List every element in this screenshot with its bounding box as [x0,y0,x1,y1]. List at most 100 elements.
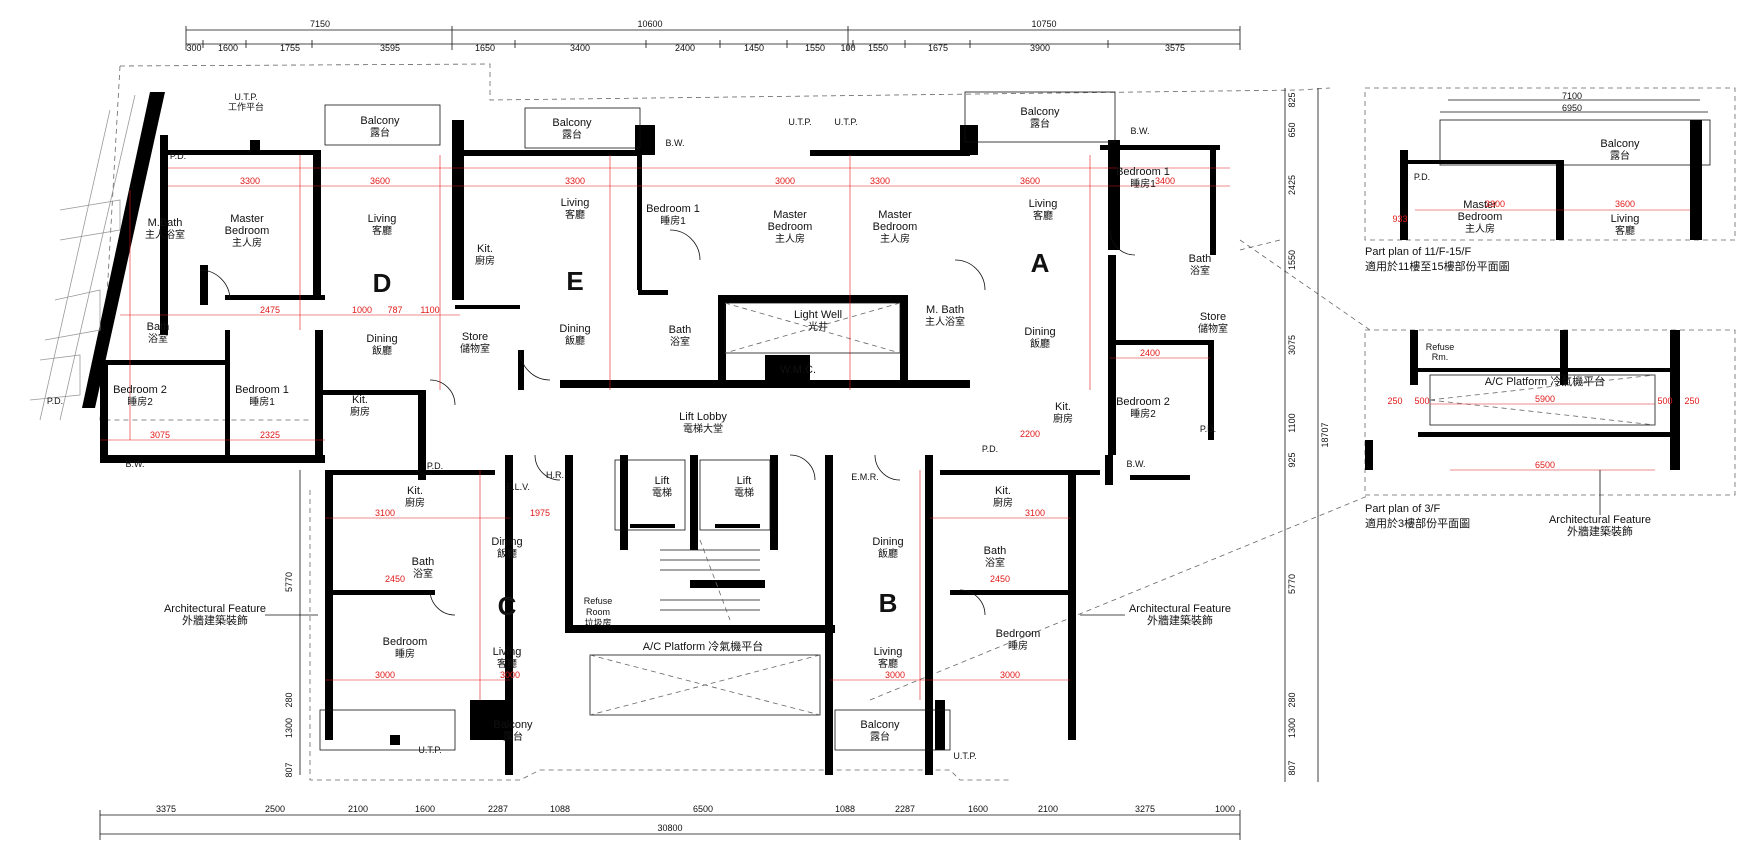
room-label: 飯廳 [497,547,517,560]
inset1-room: 主人房 [1465,222,1495,235]
room-label: 客廳 [1033,209,1053,222]
room-label: Living [368,213,397,225]
red-dim: 3600 [370,176,390,186]
room-label: Bath [984,545,1007,557]
red-dim: 787 [387,305,402,315]
inset1-room: Bedroom [1458,211,1503,223]
red-dim: 3100 [1025,508,1045,518]
room-label: 光井 [808,320,828,333]
room-label: Bedroom [225,225,270,237]
red-dim: 1975 [530,508,550,518]
room-label: Balcony [552,117,592,129]
dim-top: 1600 [218,43,238,53]
room-label: Lift [655,475,670,487]
dim-bottom: 2100 [348,804,368,814]
utp-label: U.T.P. [234,92,257,102]
dim-bottom: 1600 [968,804,988,814]
room-label: 露台 [562,128,582,141]
room-label: Dining [1024,326,1055,338]
room-label: Store [1200,311,1226,323]
room-label: 睡房1 [249,395,275,408]
room-label: 廚房 [1053,412,1073,425]
room-label: A/C Platform 冷氣機平台 [643,639,763,653]
red-dim: 2325 [260,430,280,440]
room-label: Kit. [477,243,493,255]
room-label: Master [773,209,807,221]
dim-bottom: 2287 [895,804,915,814]
partplan2-title: Part plan of 3/F [1365,503,1440,515]
room-label: 廚房 [405,496,425,509]
inset1-dim: 3300 [1485,199,1505,209]
room-label: 睡房2 [127,395,153,408]
dim-bottom: 2500 [265,804,285,814]
room-label: Refuse [584,596,613,606]
unit-label-b: B [879,588,898,618]
dim-top-overall: 10750 [1031,19,1056,29]
left-angled-facade: P.D. [29,92,165,421]
room-label: Bedroom 1 [1116,166,1170,178]
inset1-room: 客廳 [1615,224,1635,237]
room-label: 電梯大堂 [683,422,723,435]
room-label: 浴室 [1190,264,1210,277]
dim-bottom: 2100 [1038,804,1058,814]
dim-bottom: 1000 [1215,804,1235,814]
room-label: 睡房 [395,647,415,660]
dim-top: 1675 [928,43,948,53]
dim-top: 1550 [805,43,825,53]
unit-label-c: C [498,591,517,621]
light-well-shaft [724,302,901,354]
room-labels: Master Bedroom 主人房 M.Bath 主人浴室 Bath 浴室 B… [113,92,1228,761]
pd-label: P.D. [427,461,443,471]
bw-label: B.W. [1126,459,1145,469]
dim-bottom: 3375 [156,804,176,814]
red-dim: 3300 [240,176,260,186]
dim-left: 1300 [284,718,294,738]
bottom-dimensions: 3375 2500 2100 1600 2287 1088 6500 1088 … [99,804,1241,840]
room-label: Bedroom 1 [235,384,289,396]
left-dimensions: 5770 280 1300 807 [284,470,301,778]
dim-top: 3595 [380,43,400,53]
room-label: H.R. [546,470,564,480]
red-dim: 1000 [352,305,372,315]
inset2-room: Rm. [1432,352,1449,362]
inset1-pd: P.D. [1414,172,1430,182]
pd-label-faded: P.D. [47,396,63,406]
bw-label: B.W. [125,459,144,469]
room-label: Store [462,331,488,343]
room-label: Balcony [1020,106,1060,118]
room-label: Kit. [352,394,368,406]
room-label: Master [878,209,912,221]
room-label: Kit. [407,485,423,497]
dim-top: 3400 [570,43,590,53]
room-label: Master [230,213,264,225]
arch-feature-left-zh: 外牆建築裝飾 [182,613,248,627]
inset2-room: Refuse [1426,342,1455,352]
bw-label: B.W. [665,138,684,148]
room-label: M. Bath [926,304,964,316]
utp-label: 工作平台 [228,101,264,112]
dim-bottom: 2287 [488,804,508,814]
pd-label: P.D. [170,151,186,161]
room-label: Dining [491,536,522,548]
inset1-dim: 6950 [1562,103,1582,113]
pd-label: P.D. [982,444,998,454]
partplan1-title: Part plan of 11/F-15/F [1365,246,1471,258]
right-dimensions: 825 650 2425 1550 3075 1100 925 5770 280… [1284,88,1330,782]
room-label: Kit. [1055,401,1071,413]
room-label: Living [493,646,522,658]
inset-part-plan-3f: Refuse Rm. A/C Platform 冷氣機平台 5900 6500 … [1364,329,1736,538]
dim-top: 2400 [675,43,695,53]
dim-top: 3575 [1165,43,1185,53]
dim-top-overall: 7150 [310,19,330,29]
room-label: 睡房2 [1130,407,1156,420]
lift-cars [614,459,771,531]
room-label: Bedroom [383,636,428,648]
dim-bottom: 1600 [415,804,435,814]
dim-top: 3900 [1030,43,1050,53]
inset-part-plan-11-15: 7100 6950 Balcony 露台 Master Bedroom 主人房 … [1364,87,1736,273]
room-label: 垃圾房 [584,617,611,628]
inset2-dim: 500 [1657,396,1672,406]
red-dim: 3400 [1155,176,1175,186]
room-label: 睡房1 [660,214,686,227]
inset2-arch-feature: Architectural Feature [1549,514,1651,526]
